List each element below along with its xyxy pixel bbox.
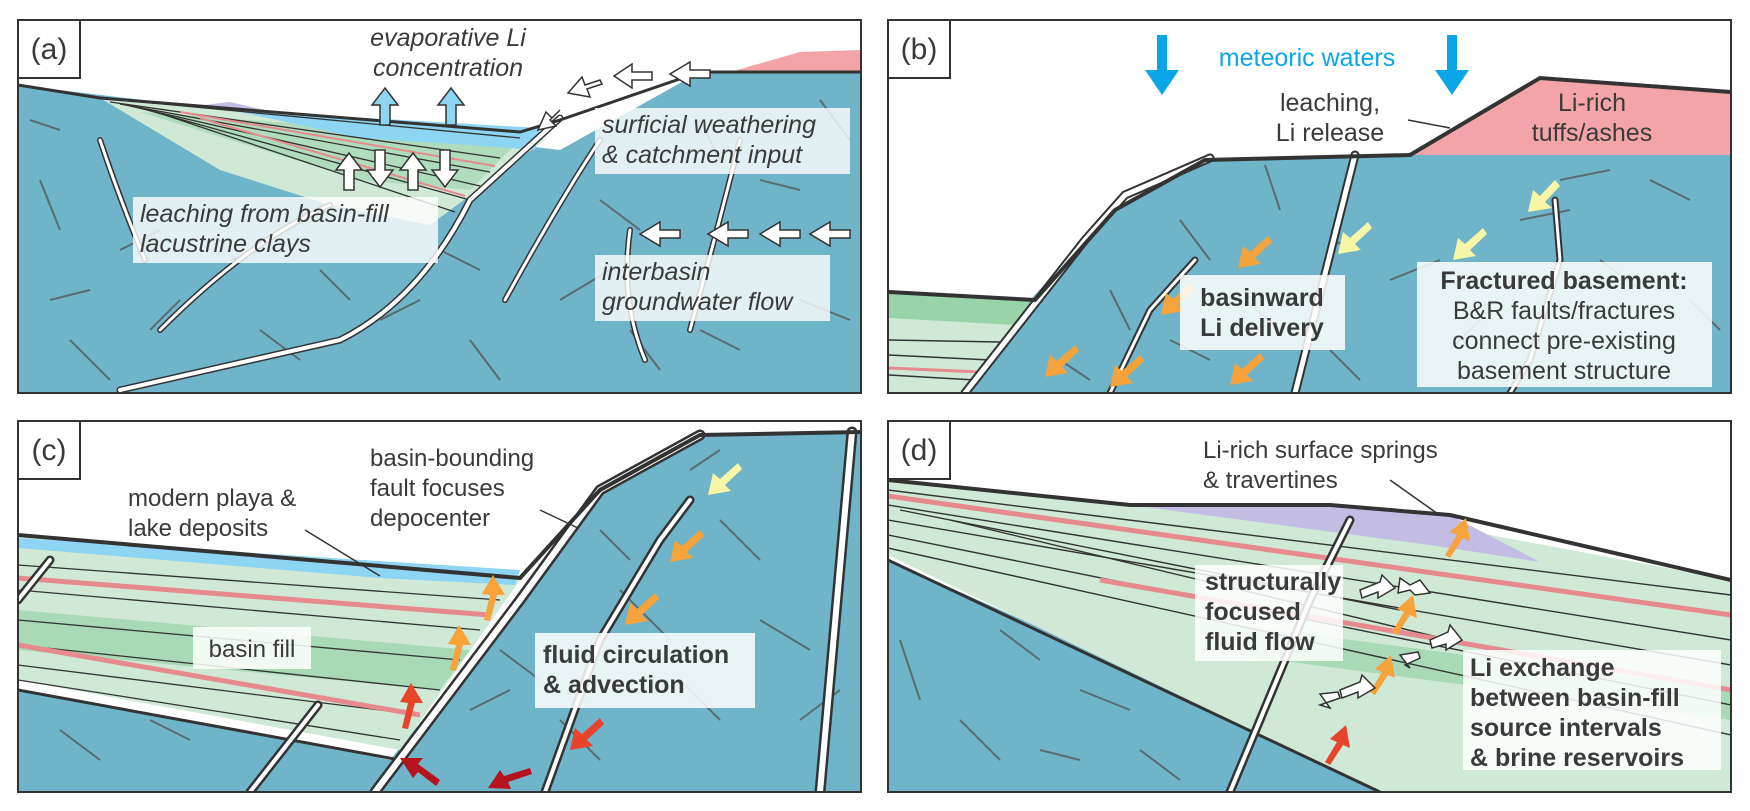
weathering-label-line2: & catchment input [602,141,803,169]
playa-label-line2: lake deposits [128,515,268,542]
panel-b: (b) meteoric waters leaching, Li release… [887,19,1732,394]
focused-label-line3: fluid flow [1205,628,1315,656]
red-arrows [400,683,604,750]
groundwater-label-line1: interbasin [602,258,710,286]
exchange-label-line2: between basin-fill [1470,684,1680,712]
evaporation-arrows [370,86,466,126]
yellow-arrows [1338,180,1560,260]
basinward-label-line1: basinward [1200,284,1324,312]
fractured-line2: B&R faults/fractures [1453,297,1675,325]
lake [230,110,540,150]
focused-label-line1: structurally [1205,568,1341,596]
weathering-label-line1: surficial weathering [602,111,816,139]
meteoric-arrows [1145,35,1469,95]
panel-c: (c) modern playa & lake deposits basin-b… [17,420,862,793]
spring-mound [1130,503,1540,562]
yellow-arrows [708,463,742,495]
weathering-arrows [536,60,711,132]
leaching-label-line2: lacustrine clays [140,230,311,258]
springs-label-line2: & travertines [1203,467,1338,494]
circulation-label-line1: fluid circulation [543,641,729,669]
basinward-label-line2: Li delivery [1200,314,1324,342]
springs-label-line1: Li-rich surface springs [1203,437,1438,464]
panel-a: (a) evaporative Li concentration surfici… [17,19,862,394]
fault-label-line2: fault focuses [370,475,505,502]
red-arrows [1325,725,1350,765]
evap-label-line1: evaporative Li [370,24,527,52]
exchange-arrows [1317,573,1464,710]
fault-label-line1: basin-bounding [370,445,534,472]
fault-label-line3: depocenter [370,505,490,532]
leaching-arrows [334,149,460,191]
leaching-label-line2: Li release [1276,119,1384,147]
focused-label-line2: focused [1205,598,1301,626]
meteoric-label: meteoric waters [1219,44,1395,72]
circulation-label-line2: & advection [543,671,685,699]
panel-a-tag: (a) [31,33,68,66]
panel-d-tag: (d) [901,434,938,467]
exchange-label-line4: & brine reservoirs [1470,744,1684,772]
panel-d: (d) Li-rich surface springs & travertine… [887,420,1732,793]
tuff-label-line1: Li-rich [1558,89,1626,117]
panel-b-tag: (b) [901,33,938,66]
exchange-label-line1: Li exchange [1470,654,1615,682]
fractured-line3: connect pre-existing [1452,327,1676,355]
basin-fill-dark [888,292,1035,325]
tuff-layer [1410,78,1731,155]
basin-fill-label: basin fill [209,636,296,663]
panel-c-tag: (c) [32,434,67,467]
spring-mound [195,102,265,110]
lake [18,538,520,585]
orange-arrows [448,530,704,671]
groundwater-arrows [638,220,851,248]
evap-label-line2: concentration [373,54,523,82]
darkred-arrows [400,758,532,789]
fractured-line4: basement structure [1457,357,1671,385]
orange-arrows [1370,518,1470,695]
fractured-title: Fractured basement: [1440,267,1687,295]
tuff-layer [730,50,861,72]
leaching-label-line1: leaching from basin-fill [140,200,390,228]
leaching-label-line1: leaching, [1280,89,1380,117]
playa-label-line1: modern playa & [128,485,296,512]
tuff-label-line2: tuffs/ashes [1532,119,1652,147]
exchange-label-line3: source intervals [1470,714,1662,742]
groundwater-label-line2: groundwater flow [602,288,794,316]
